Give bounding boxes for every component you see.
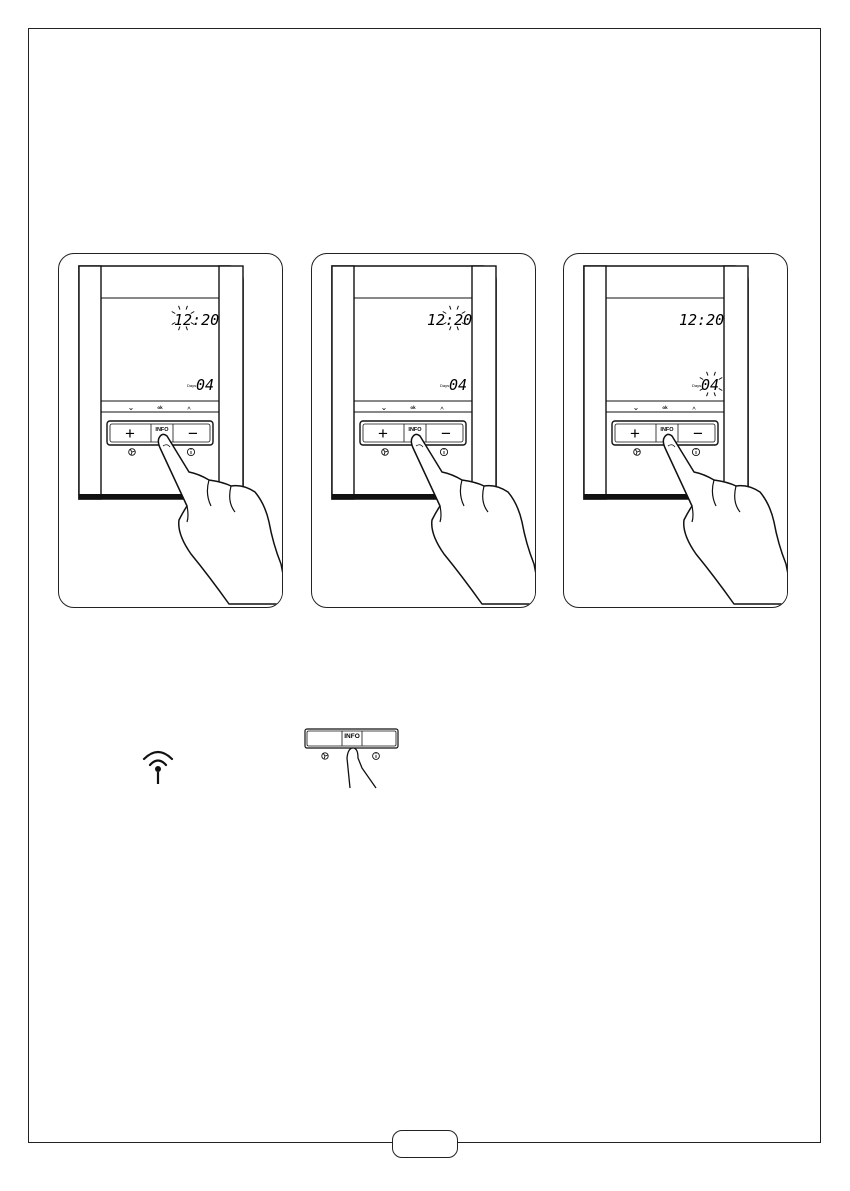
lcd-time-display: 12:20 (427, 311, 472, 329)
mini-info-keypad: INFO (304, 728, 404, 790)
nav-down-label[interactable]: ⌄ (633, 403, 640, 412)
info-button[interactable]: INFO (660, 427, 674, 433)
plus-button[interactable]: + (125, 424, 135, 443)
lcd-days-label: Days (692, 383, 701, 388)
page-number-tab (392, 1130, 458, 1158)
lcd-days-label: Days (187, 383, 196, 388)
info-circle-icon (373, 753, 380, 760)
lcd-days-value: 04 (449, 376, 467, 394)
minus-button[interactable]: − (693, 424, 703, 443)
plus-button[interactable]: + (630, 424, 640, 443)
nav-down-label[interactable]: ⌄ (128, 403, 135, 412)
wifi-signal-icon (140, 744, 176, 788)
info-button[interactable]: INFO (155, 427, 169, 433)
nav-ok-label[interactable]: ok (157, 405, 163, 410)
nav-ok-label[interactable]: ok (662, 405, 668, 410)
fan-icon (322, 753, 328, 759)
nav-down-label[interactable]: ⌄ (381, 403, 388, 412)
lcd-time-display: 12:20 (174, 311, 219, 329)
minus-button[interactable]: − (188, 424, 198, 443)
plus-button[interactable]: + (378, 424, 388, 443)
nav-ok-label[interactable]: ok (410, 405, 416, 410)
minus-button[interactable]: − (441, 424, 451, 443)
mini-info-label: INFO (344, 733, 360, 740)
lcd-days-value: 04 (196, 376, 214, 394)
lcd-days-value: 04 (701, 376, 719, 394)
lcd-time-display: 12:20 (679, 311, 724, 329)
pressing-finger-icon (347, 748, 376, 788)
lcd-days-label: Days (440, 383, 449, 388)
info-button[interactable]: INFO (408, 427, 422, 433)
